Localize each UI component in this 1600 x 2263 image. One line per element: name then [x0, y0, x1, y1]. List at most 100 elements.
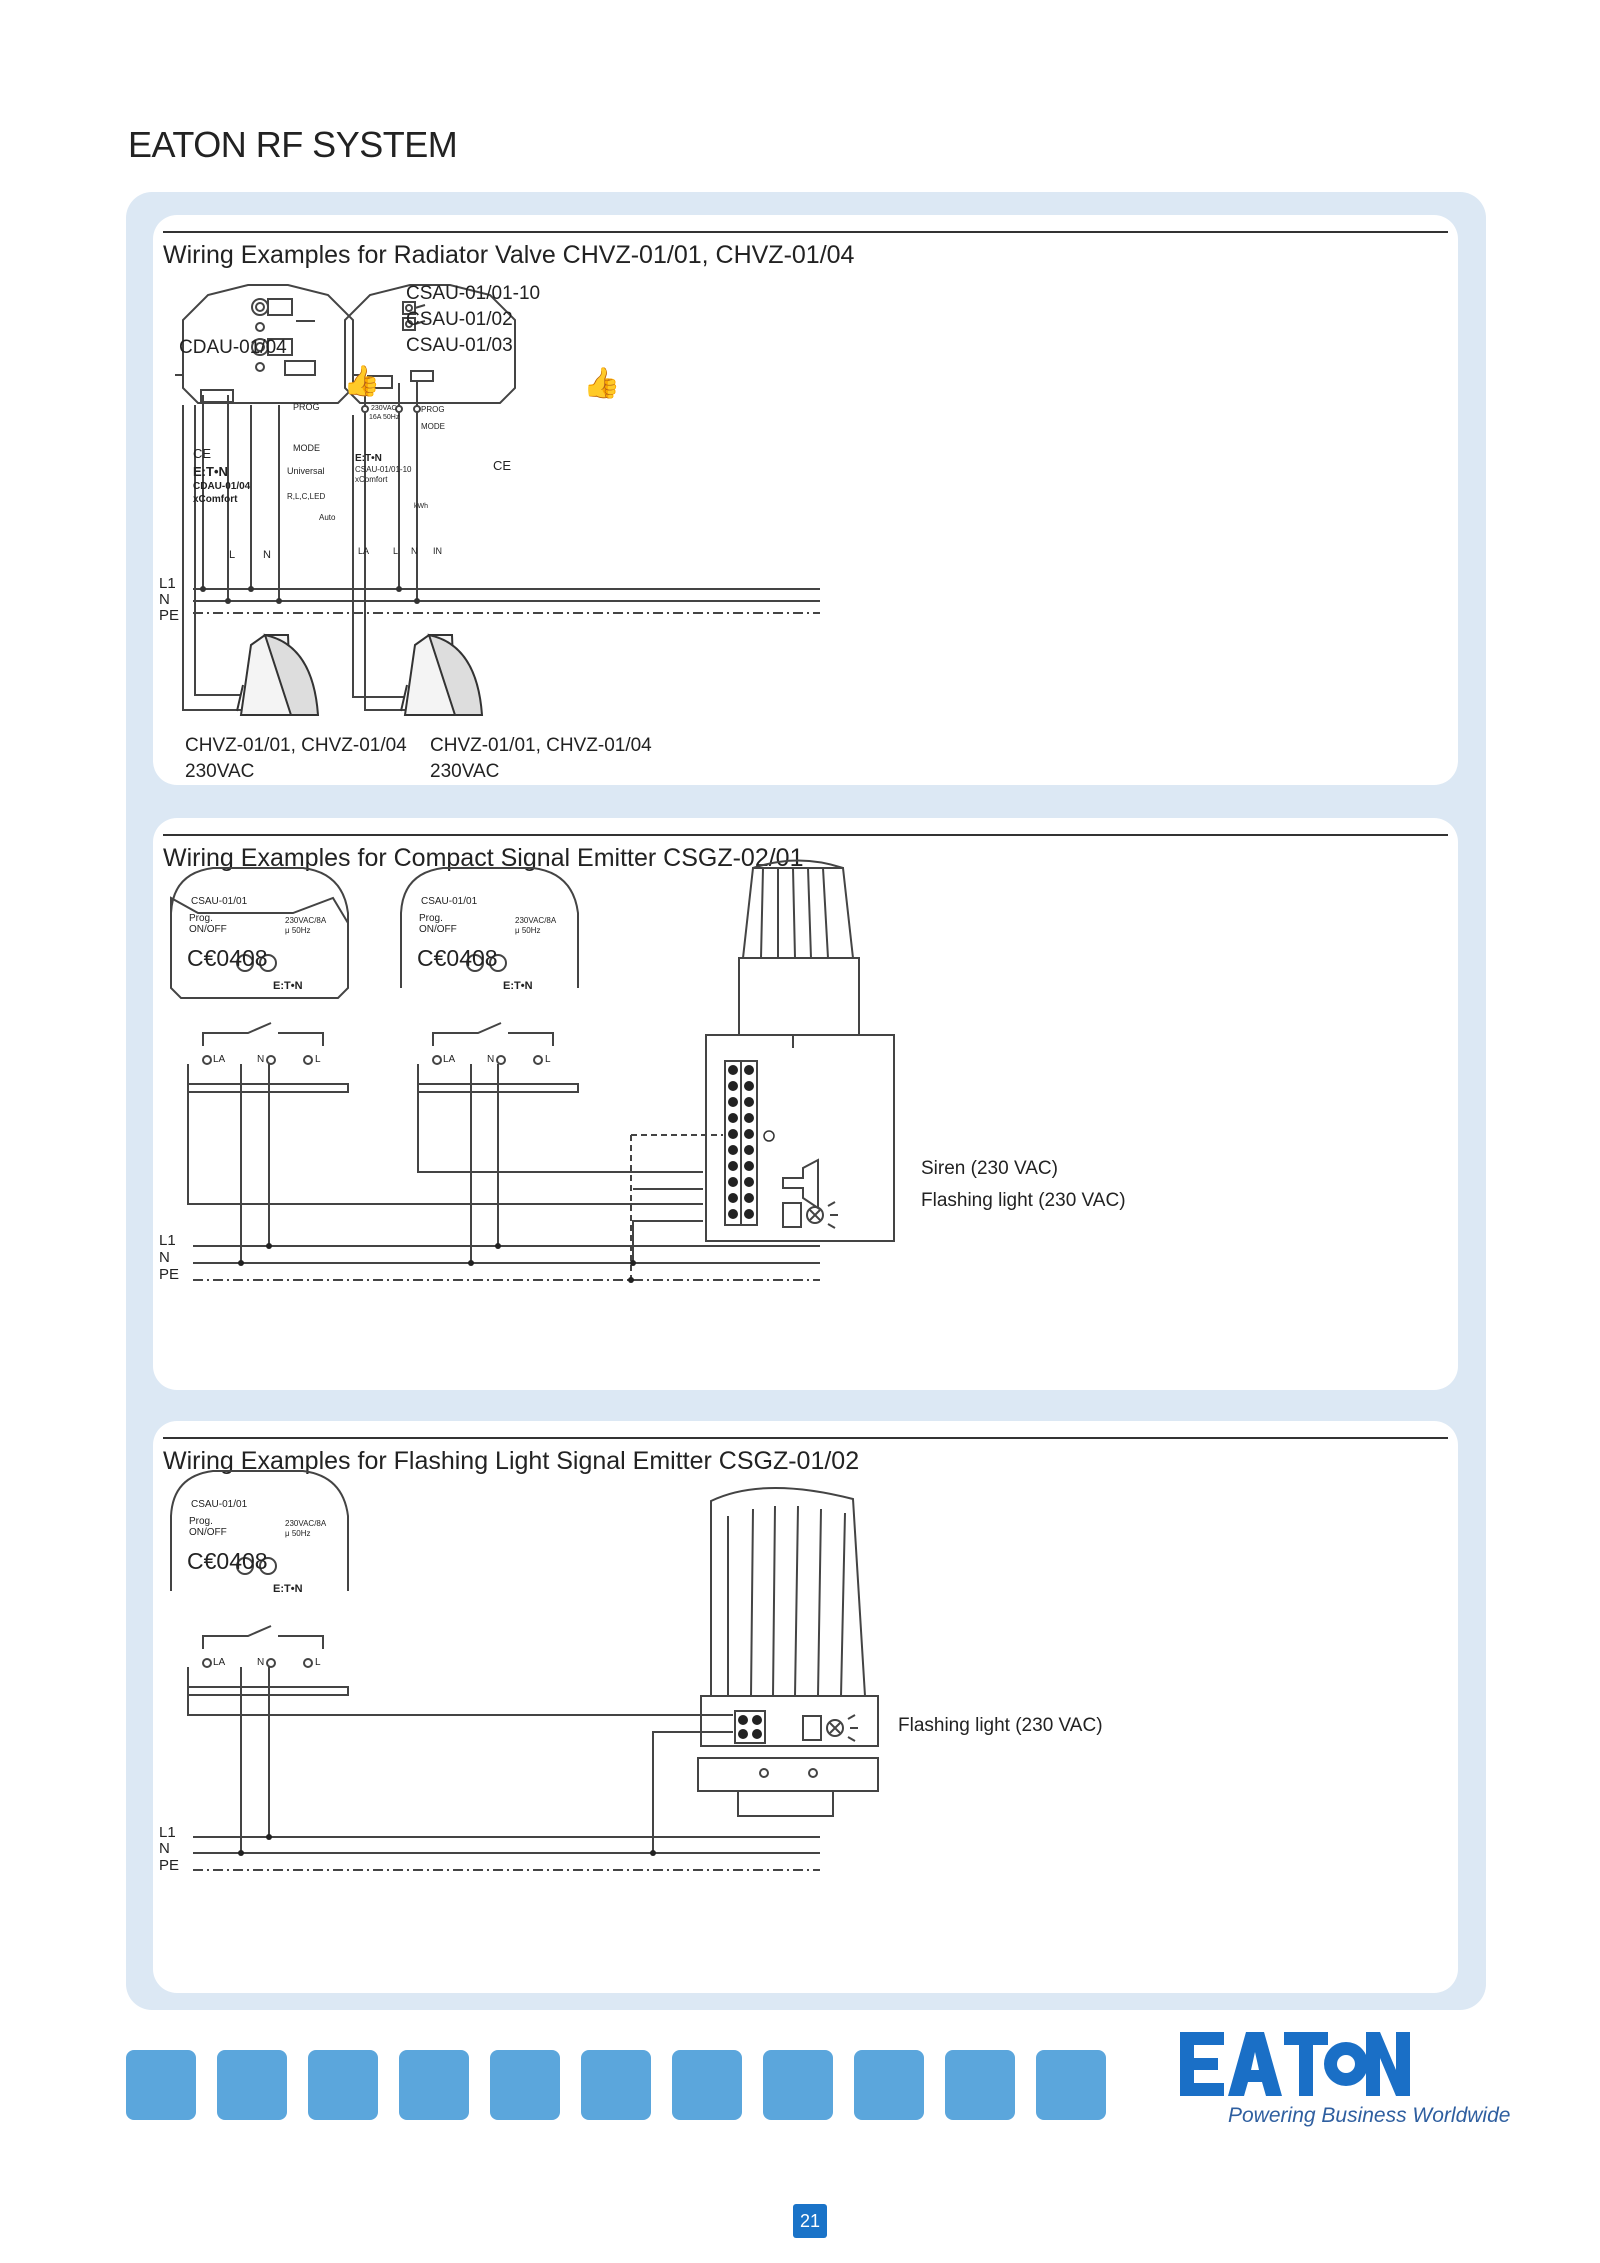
device-label-csau-2: CSAU-01/02: [406, 309, 513, 330]
wiring-diagram-compact-emitter: [170, 859, 895, 1283]
section-title: Wiring Examples for Radiator Valve CHVZ-…: [163, 241, 855, 269]
terminal-l: L: [393, 546, 399, 556]
flashing-light-annotation: Flashing light (230 VAC): [898, 1715, 1103, 1736]
terminal-la: LA: [443, 1054, 456, 1065]
rating-line-2: 16A 50Hz: [369, 414, 400, 421]
flashing-light-icon: [802, 1715, 822, 1741]
bus-label-pe: PE: [159, 1857, 180, 1874]
bus-label-n: N: [159, 1249, 170, 1266]
device-outline-csau: [170, 867, 349, 988]
rating-label-1: 230VAC/8A: [285, 916, 327, 925]
ce-mark: C€0408: [187, 945, 268, 971]
bus-label-l1: L1: [159, 575, 176, 592]
section-compact-signal-emitter: Wiring Examples for Compact Signal Emitt…: [153, 818, 1458, 1390]
tagline: Powering Business Worldwide: [1228, 2104, 1511, 2127]
device-outline-cdau: [182, 284, 354, 404]
section-rule: [163, 834, 1448, 836]
terminal-l: L: [545, 1054, 551, 1065]
terminal-n: N: [263, 549, 271, 561]
ce-mark: CE: [493, 458, 512, 473]
prog-label: Prog.: [189, 913, 213, 924]
bus-label-l1: L1: [159, 1824, 176, 1841]
terminal-n: N: [487, 1054, 495, 1065]
valve-actuator-left: [236, 633, 320, 716]
valve-actuator-right: [400, 633, 484, 716]
valve-label-right-1: CHVZ-01/01, CHVZ-01/04: [430, 735, 652, 756]
footer-block: [399, 2050, 469, 2120]
thumbs-up-icon: 👍: [583, 365, 620, 400]
flashing-light-icon: [782, 1202, 802, 1228]
device-mode-label: MODE: [293, 443, 320, 453]
flashing-light-annotation: Flashing light (230 VAC): [921, 1190, 1126, 1211]
terminal-la: LA: [358, 546, 370, 556]
eaton-logo: [1180, 2032, 1410, 2096]
wiring-diagram-radiator: 👍 👍: [175, 284, 820, 716]
section-rule: [163, 1437, 1448, 1439]
device-outline-csau: [344, 284, 516, 404]
kwh-label: kWh: [414, 503, 428, 510]
rating-label-2: μ 50Hz: [285, 926, 311, 935]
rating-label-2: μ 50Hz: [515, 926, 541, 935]
thumbs-up-icon: 👍: [343, 363, 380, 398]
rating-line-1: 230VAC: [371, 405, 397, 412]
terminal-la: LA: [213, 1054, 226, 1065]
terminal-block-dots: [238, 1065, 754, 1283]
device-model-label: CSAU-01/01: [191, 896, 248, 907]
device-label-csau-3: CSAU-01/03: [406, 335, 513, 356]
prog-label: Prog.: [189, 1516, 213, 1527]
valve-label-left-1: CHVZ-01/01, CHVZ-01/04: [185, 735, 407, 756]
footer-block: [581, 2050, 651, 2120]
device-outline-csau: [400, 867, 579, 988]
bus-label-pe: PE: [159, 1266, 180, 1283]
device-universal-label: Universal: [287, 466, 325, 476]
terminal-n: N: [257, 1657, 265, 1668]
emitter-housing: [705, 1034, 895, 1242]
device-product-label: xComfort: [193, 494, 238, 505]
terminal-l: L: [315, 1657, 321, 1668]
footer-block: [126, 2050, 196, 2120]
page-title: EATON RF SYSTEM: [128, 124, 458, 165]
brand-mark: E:T•N: [273, 1583, 303, 1595]
rating-label-1: 230VAC/8A: [515, 916, 557, 925]
device-model-label: CSAU-01/01: [421, 896, 478, 907]
terminal-block-dots: [238, 1715, 762, 1856]
onoff-label: ON/OFF: [189, 1527, 227, 1538]
footer-decor-blocks: [126, 2050, 1116, 2120]
footer-block: [490, 2050, 560, 2120]
terminal-la: LA: [213, 1657, 226, 1668]
footer-block: [854, 2050, 924, 2120]
device-label-csau-1: CSAU-01/01-10: [406, 283, 541, 304]
page-number: 21: [793, 2204, 827, 2238]
brand-mark: E:T•N: [503, 980, 533, 992]
bus-label-n: N: [159, 1840, 170, 1857]
onoff-label: ON/OFF: [189, 924, 227, 935]
siren-icon: [782, 1158, 819, 1210]
prog-label: Prog.: [419, 913, 443, 924]
device-label-cdau: CDAU-01/04: [179, 337, 287, 358]
footer-block: [217, 2050, 287, 2120]
footer-block: [308, 2050, 378, 2120]
device-mode-label: MODE: [421, 422, 445, 431]
section-flashing-light-emitter: Wiring Examples for Flashing Light Signa…: [153, 1421, 1458, 1993]
valve-label-left-2: 230VAC: [185, 761, 255, 782]
terminal-l: L: [229, 549, 236, 561]
wiring-diagram-flashing-light: [170, 1470, 879, 1871]
rating-label-2: μ 50Hz: [285, 1529, 311, 1538]
section-rule: [163, 231, 1448, 233]
brand-mark: E:T•N: [193, 464, 228, 479]
device-outline-csau: [170, 1470, 349, 1591]
terminal-n: N: [257, 1054, 265, 1065]
rating-label-1: 230VAC/8A: [285, 1519, 327, 1528]
terminal-l: L: [315, 1054, 321, 1065]
device-prog-label: PROG: [421, 405, 445, 414]
ce-mark: C€0408: [417, 945, 498, 971]
footer-block: [1036, 2050, 1106, 2120]
device-model-label: CSAU-01/01: [191, 1499, 248, 1510]
section-radiator-valve: Wiring Examples for Radiator Valve CHVZ-…: [153, 215, 1458, 785]
ce-mark: C€0408: [187, 1548, 268, 1574]
bus-label-pe: PE: [159, 607, 180, 624]
siren-annotation: Siren (230 VAC): [921, 1158, 1058, 1179]
footer-block: [945, 2050, 1015, 2120]
auto-label: Auto: [319, 513, 336, 522]
brand-mark: E:T•N: [355, 453, 382, 464]
